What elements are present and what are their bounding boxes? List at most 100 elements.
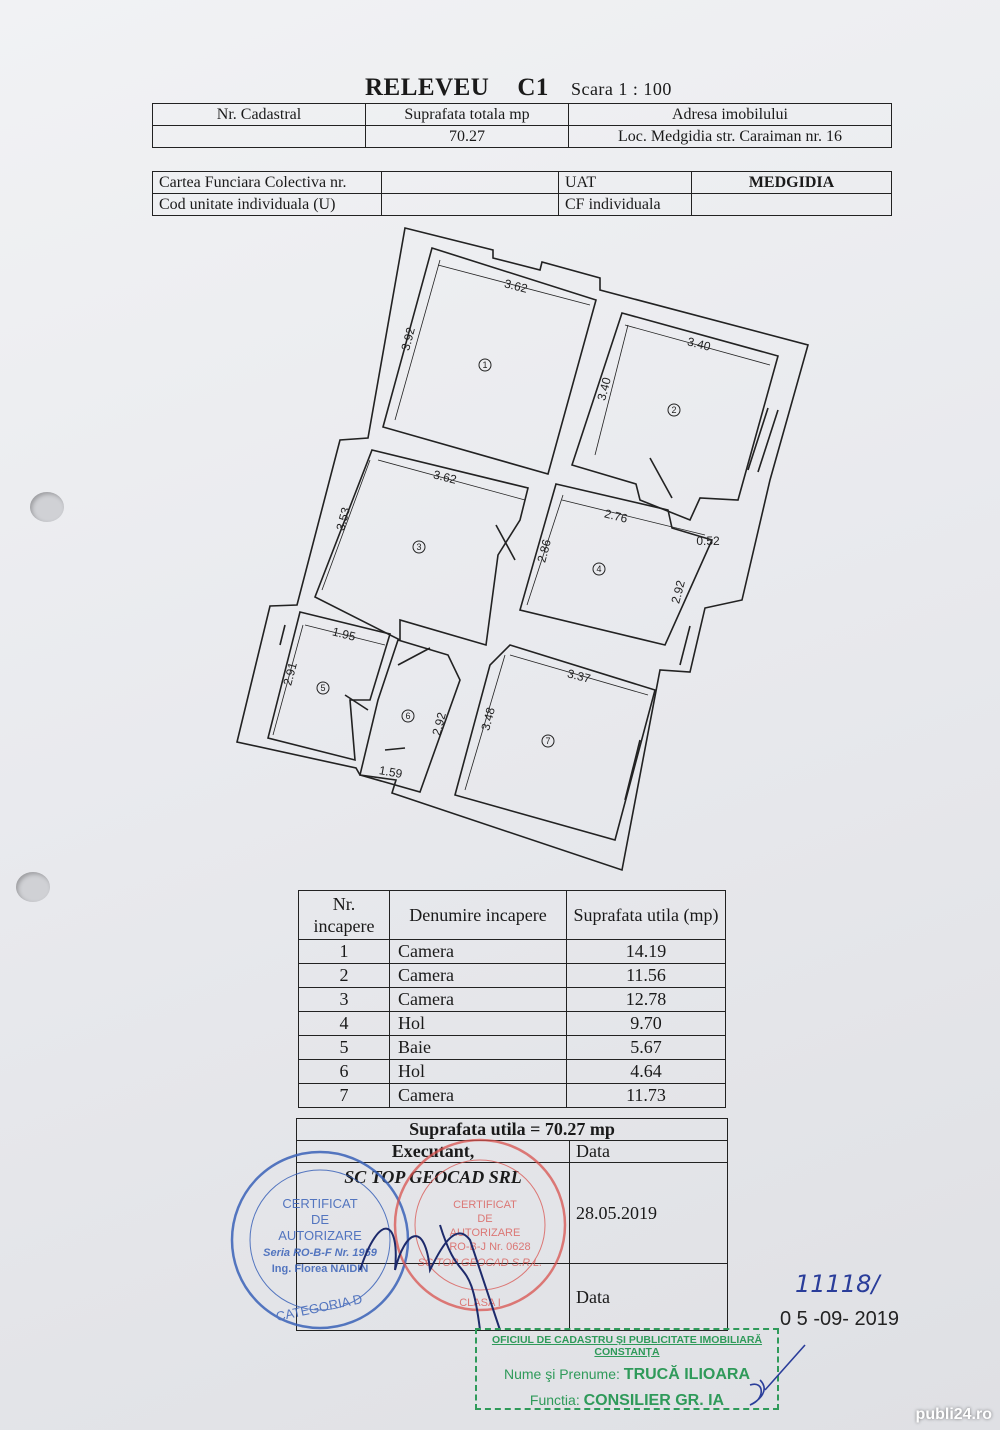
door-swing — [495, 524, 516, 561]
dim-label: 3.48 — [478, 706, 498, 732]
room-name: Baie — [389, 1035, 567, 1060]
room-2-walls — [570, 312, 779, 522]
room-6-walls — [359, 639, 461, 793]
dimension-line — [561, 499, 706, 536]
room-area: 12.78 — [566, 987, 726, 1012]
official-function: CONSILIER GR. IA — [583, 1392, 725, 1409]
dim-label: 3.62 — [432, 468, 458, 487]
name-label: Nume şi Prenume: — [503, 1366, 620, 1382]
registration-date: 0 5 -09- 2019 — [780, 1308, 899, 1330]
window — [747, 407, 769, 471]
dim-label: 3.40 — [686, 335, 712, 354]
room-area: 14.19 — [566, 939, 726, 964]
floor-plan: 3.62 3.92 3.40 3.40 3.62 3.53 2.76 2.86 … — [236, 227, 809, 872]
dim-label: 3.62 — [503, 277, 529, 296]
blue-stamp-line: AUTORIZARE — [278, 1228, 362, 1243]
room-nr: 2 — [298, 963, 390, 988]
cf-table: Cartea Funciara Colectiva nr. UAT MEDGID… — [152, 171, 892, 216]
date-value: 28.05.2019 — [569, 1162, 728, 1264]
blue-stamp-line: CATEGORIA D — [275, 1291, 364, 1324]
header-room-nr: Nr. incapere — [298, 890, 390, 940]
punch-hole — [16, 872, 50, 902]
window — [624, 739, 641, 801]
room-name: Camera — [389, 963, 567, 988]
room-4-walls — [519, 483, 714, 646]
page-title: RELEVEU C1 Scara 1 : 100 — [365, 74, 672, 102]
outer-wall — [236, 227, 809, 872]
red-stamp-line: RO-B-J Nr. 0628 — [449, 1241, 530, 1253]
dim-label: 3.53 — [333, 506, 353, 532]
red-stamp-line: CERTIFICAT — [453, 1199, 517, 1211]
room-name: Camera — [389, 987, 567, 1012]
dim-label: 2.92 — [429, 711, 449, 737]
header-room-area: Suprafata utila (mp) — [566, 890, 726, 940]
header-address: Adresa imobilului — [568, 103, 892, 126]
blue-stamp: CERTIFICAT DE AUTORIZARE Seria RO-B-F Nr… — [230, 1150, 410, 1330]
total-area-value: 70.27 — [365, 125, 569, 148]
room-name: Camera — [389, 1083, 567, 1108]
door-swing — [397, 647, 431, 666]
dim-label: 0.52 — [696, 534, 720, 548]
room-marker — [541, 734, 555, 748]
room-marker — [592, 562, 606, 576]
handwritten-number: 11118/ — [795, 1270, 880, 1298]
dimension-line — [321, 459, 371, 591]
blue-stamp-line: Ing. Florea NAIDIN — [272, 1263, 369, 1275]
room-area: 11.73 — [566, 1083, 726, 1108]
room-area: 9.70 — [566, 1011, 726, 1036]
function-label: Functia: — [529, 1392, 580, 1408]
building-code: C1 — [517, 74, 549, 101]
room-nr: 5 — [298, 1035, 390, 1060]
dim-label: 3.37 — [566, 667, 592, 686]
dimension-line — [526, 494, 564, 606]
room-name: Camera — [389, 939, 567, 964]
red-stamp-line: CLASA I — [459, 1297, 501, 1309]
office-name: OFICIUL DE CADASTRU ŞI PUBLICITATE IMOBI… — [491, 1334, 763, 1358]
dim-label: 1.95 — [331, 625, 357, 644]
room-1-walls — [382, 246, 597, 475]
initials-signature — [749, 1344, 806, 1406]
room-number: 5 — [320, 683, 325, 693]
room-7-walls — [454, 644, 656, 841]
dim-label: 2.92 — [668, 579, 688, 605]
room-nr: 3 — [298, 987, 390, 1012]
official-name: TRUCĂ ILIOARA — [623, 1366, 751, 1383]
rooms-table: Nr. incapere Denumire incapere Suprafata… — [298, 890, 726, 1108]
red-stamp-line: SC TOP GEOCAD S.R.L. — [418, 1257, 543, 1269]
room-area: 4.64 — [566, 1059, 726, 1084]
header-cadastral: Nr. Cadastral — [152, 103, 366, 126]
room-number: 3 — [416, 542, 421, 552]
red-stamp: CERTIFICAT DE AUTORIZARE RO-B-J Nr. 0628… — [393, 1138, 567, 1312]
dimension-line — [624, 324, 771, 366]
dim-label: 3.40 — [594, 376, 614, 402]
scale-label: Scara 1 : 100 — [570, 79, 672, 99]
cf-individual-value — [691, 193, 892, 216]
blue-stamp-line: CERTIFICAT — [282, 1196, 357, 1211]
red-stamp-line: DE — [477, 1213, 492, 1225]
room-number: 2 — [671, 405, 676, 415]
room-nr: 7 — [298, 1083, 390, 1108]
uat-value: MEDGIDIA — [691, 171, 892, 194]
dim-label: 3.92 — [398, 326, 418, 352]
room-name: Hol — [389, 1011, 567, 1036]
address-value: Loc. Medgidia str. Caraiman nr. 16 — [568, 125, 892, 148]
dimension-line — [394, 259, 441, 421]
header-room-name: Denumire incapere — [389, 890, 567, 940]
dimension-line — [377, 459, 526, 501]
dim-label: 2.91 — [280, 661, 300, 687]
window — [757, 409, 779, 473]
header-total-area: Suprafata totala mp — [365, 103, 569, 126]
cf-individual-label: CF individuala — [558, 193, 692, 216]
property-table: Nr. Cadastral Suprafata totala mp Adresa… — [152, 103, 892, 148]
stamps: CERTIFICAT DE AUTORIZARE Seria RO-B-F Nr… — [230, 1138, 567, 1331]
signature — [359, 1224, 501, 1331]
date-label: Data — [569, 1140, 728, 1163]
dim-label: 2.86 — [534, 538, 554, 564]
title-text: RELEVEU — [365, 74, 490, 101]
room-marker — [401, 709, 415, 723]
company-name: SC TOP GEOCAD SRL — [296, 1162, 570, 1264]
